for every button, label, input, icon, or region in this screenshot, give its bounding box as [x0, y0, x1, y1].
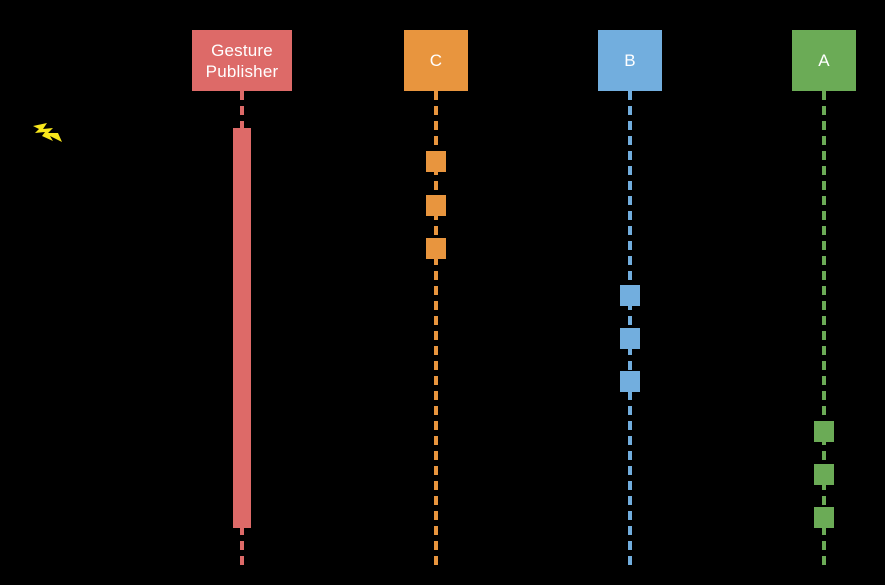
participant-head-participant-c[interactable]: C: [404, 30, 468, 91]
participant-label-participant-a: A: [818, 51, 830, 70]
activation-bar-participant-c-3[interactable]: [426, 238, 446, 259]
participant-label-gesture-publisher: Gesture Publisher: [205, 40, 279, 81]
participant-head-participant-a[interactable]: A: [792, 30, 856, 91]
activation-bar-gesture-publisher-1[interactable]: [233, 128, 251, 528]
activation-bar-participant-a-3[interactable]: [814, 507, 834, 528]
activation-bar-participant-a-2[interactable]: [814, 464, 834, 485]
activation-bar-participant-b-2[interactable]: [620, 328, 640, 349]
activation-bar-participant-b-1[interactable]: [620, 285, 640, 306]
lightning-bolt-icon: [31, 120, 65, 146]
activation-bar-participant-c-1[interactable]: [426, 151, 446, 172]
participant-label-participant-c: C: [429, 51, 443, 70]
participant-head-participant-b[interactable]: B: [598, 30, 662, 91]
activation-bar-participant-a-1[interactable]: [814, 421, 834, 442]
activation-bar-participant-c-2[interactable]: [426, 195, 446, 216]
participant-label-participant-b: B: [624, 51, 636, 70]
participant-head-gesture-publisher[interactable]: Gesture Publisher: [192, 30, 292, 91]
activation-bar-participant-b-3[interactable]: [620, 371, 640, 392]
lightning-bolt-glyph: [33, 123, 62, 142]
